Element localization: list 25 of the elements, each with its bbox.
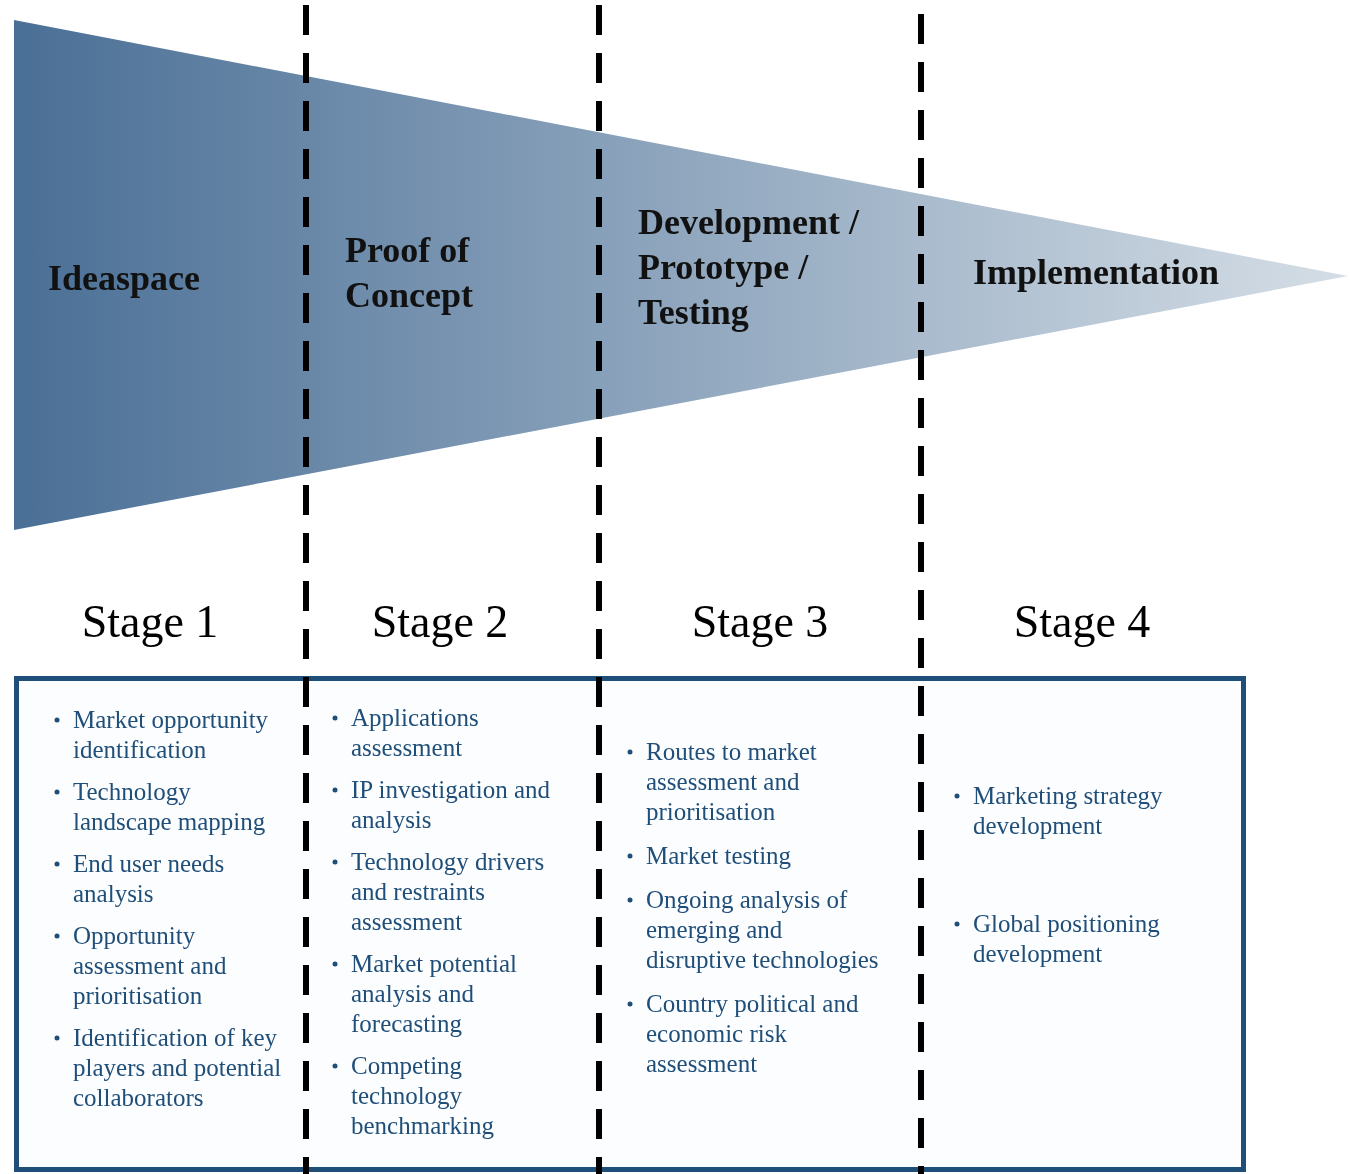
stage-label: Stage 3 (690, 595, 830, 649)
bullet-item: Ongoing analysis of emerging and disruptive technologies (646, 885, 880, 975)
bullet-item: Country political and economic risk assessment (646, 989, 860, 1079)
stage-label: Stage 2 (370, 595, 510, 649)
phase-title: Development / Prototype / Testing (638, 201, 861, 334)
bullet-item: Routes to market assessment and prioritisation (646, 737, 818, 827)
bullet-item: Identification of key players and potential collaborators (73, 1023, 283, 1113)
bullet-item: Market opportunity identification (73, 705, 270, 765)
bullet-item: Marketing strategy development (973, 781, 1164, 841)
bullet-item: IP investigation and analysis (351, 775, 552, 835)
bullet-item: Technology drivers and restraints assessment (351, 847, 546, 937)
bullet-item: Market potential analysis and forecasting (351, 949, 518, 1039)
bullet-item: Global positioning development (973, 909, 1161, 969)
bullet-item: Market testing (646, 841, 793, 871)
phase-title: Implementation (973, 251, 1220, 294)
stage-label: Stage 4 (1012, 595, 1152, 649)
bullet-item: Applications assessment (351, 703, 480, 763)
phase-title: Proof of Concept (345, 229, 474, 317)
activity-panel (14, 676, 1246, 1172)
bullet-item: Technology landscape mapping (73, 777, 267, 837)
stage-label: Stage 1 (80, 595, 220, 649)
bullet-item: Competing technology benchmarking (351, 1051, 495, 1141)
phase-title: Ideaspace (48, 257, 201, 300)
bullet-item: Opportunity assessment and prioritisation (73, 921, 228, 1011)
bullet-item: End user needs analysis (73, 849, 226, 909)
